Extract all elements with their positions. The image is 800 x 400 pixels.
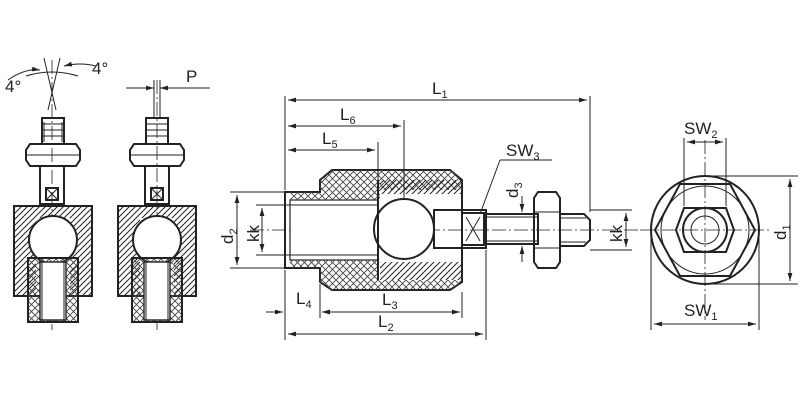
d2-label: d2: [218, 228, 240, 244]
SW3-label: SW3: [506, 141, 540, 163]
angle-left-label: 4°: [5, 77, 21, 96]
L4-label: L4: [296, 289, 312, 311]
L2-label: L2: [378, 312, 394, 334]
L3-label: L3: [382, 290, 398, 312]
kk-right-label: kk: [607, 225, 626, 243]
SW2-label: SW2: [684, 119, 718, 141]
L6-label: L6: [340, 105, 356, 127]
SW1-label: SW1: [684, 301, 718, 323]
view-end: SW2 SW1 d1: [640, 119, 798, 330]
kk-left-label: kk: [244, 225, 263, 243]
view-section: L1 L6 L5 L4 L3 L2 d2 kk: [218, 79, 640, 340]
L1-label: L1: [432, 79, 448, 101]
L5-label: L5: [322, 129, 338, 151]
view-angle: 4° 4°: [5, 57, 108, 330]
d3-label: d3: [503, 182, 525, 198]
d1-label: d1: [771, 224, 793, 240]
pitch-label: P: [186, 67, 197, 86]
view-play: P: [117, 67, 210, 330]
angle-right-label: 4°: [92, 59, 108, 78]
